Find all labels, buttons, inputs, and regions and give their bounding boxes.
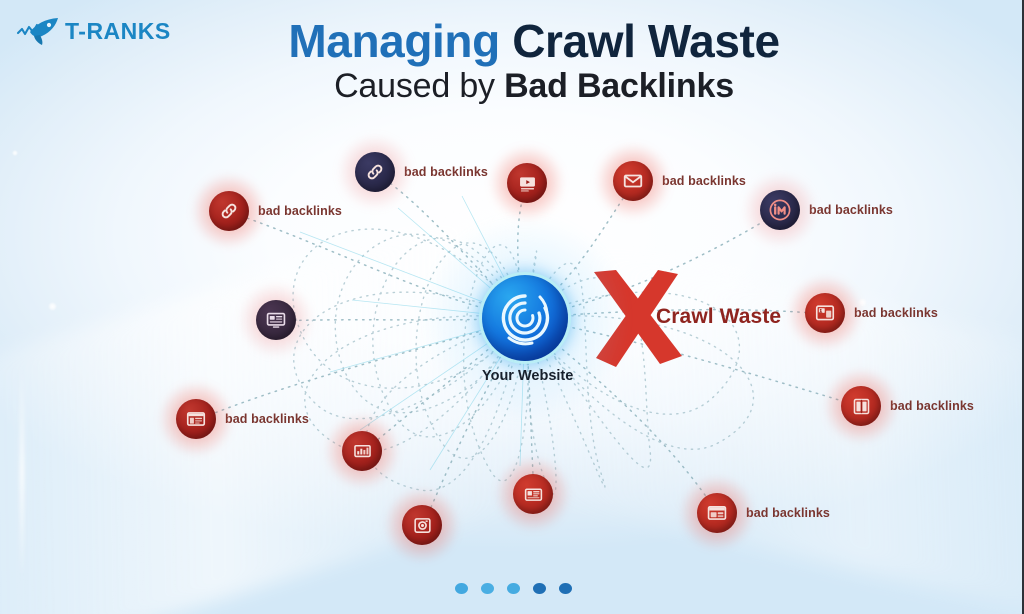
backlink-node[interactable]: bad backlinks xyxy=(355,152,488,192)
subtitle-caused-by: Caused by xyxy=(334,67,495,106)
carousel-dot-5[interactable] xyxy=(558,583,572,594)
chain-link-icon xyxy=(209,191,249,231)
chart-screen-icon xyxy=(342,431,382,471)
backlink-node-bubble xyxy=(613,161,653,201)
backlink-node-bubble xyxy=(805,293,845,333)
your-website-hub[interactable] xyxy=(420,213,630,423)
backlink-node[interactable] xyxy=(342,431,382,471)
backlink-node[interactable]: bad backlinks xyxy=(805,293,938,333)
title-word-crawl-waste: Crawl Waste xyxy=(512,15,780,67)
backlink-node-bubble xyxy=(841,386,881,426)
backlink-node-bubble xyxy=(513,474,553,514)
backlink-node-bubble xyxy=(760,190,800,230)
card-stack-icon xyxy=(697,493,737,533)
page-title: Managing Crawl Waste Caused by Bad Backl… xyxy=(0,15,1022,109)
carousel-dot-4[interactable] xyxy=(532,583,546,594)
backlink-node-bubble xyxy=(355,152,395,192)
backlink-node-bubble xyxy=(256,300,296,340)
video-player-icon xyxy=(507,163,547,203)
backlink-node-bubble xyxy=(176,399,216,439)
backlink-node[interactable] xyxy=(402,505,442,545)
concentric-circles-icon xyxy=(501,294,550,346)
carousel-dot-1[interactable] xyxy=(454,583,468,594)
backlink-node-label: bad backlinks xyxy=(809,203,893,217)
backlink-node[interactable] xyxy=(513,474,553,514)
backlink-node[interactable] xyxy=(256,300,296,340)
title-line-2: Caused by Bad Backlinks xyxy=(46,65,1022,109)
im-logo-icon xyxy=(760,190,800,230)
backlink-node-bubble xyxy=(209,191,249,231)
backlink-node[interactable]: bad backlinks xyxy=(613,161,746,201)
backlink-node-label: bad backlinks xyxy=(890,399,974,413)
carousel-dot-3[interactable] xyxy=(506,583,520,594)
backlink-node[interactable]: bad backlinks xyxy=(176,399,309,439)
folder-image-icon xyxy=(805,293,845,333)
carousel-dot-2[interactable] xyxy=(480,583,494,594)
window-grid-icon xyxy=(841,386,881,426)
camera-icon xyxy=(402,505,442,545)
backlink-node-label: bad backlinks xyxy=(854,306,938,320)
backlink-node[interactable]: bad backlinks xyxy=(760,190,893,230)
crawl-waste-label: Crawl Waste xyxy=(656,305,782,328)
monitor-text-icon xyxy=(256,300,296,340)
browser-page-icon xyxy=(176,399,216,439)
backlink-node[interactable] xyxy=(507,163,547,203)
backlink-node-bubble xyxy=(342,431,382,471)
news-article-icon xyxy=(513,474,553,514)
hub-orb xyxy=(482,275,568,361)
hub-label: Your Website xyxy=(482,368,574,384)
backlink-node[interactable]: bad backlinks xyxy=(697,493,830,533)
brand-wordmark: T-RANKS xyxy=(65,17,171,44)
backlink-node-bubble xyxy=(402,505,442,545)
backlink-node[interactable]: bad backlinks xyxy=(209,191,342,231)
backlink-node-bubble xyxy=(507,163,547,203)
trank-rocket-icon xyxy=(16,18,58,45)
backlink-node-label: bad backlinks xyxy=(746,506,830,520)
envelope-icon xyxy=(613,161,653,201)
backlink-node[interactable]: bad backlinks xyxy=(841,386,974,426)
carousel-pagination[interactable] xyxy=(0,583,1022,594)
brand-logo[interactable]: T-RANKS xyxy=(16,16,171,46)
chain-link-icon xyxy=(355,152,395,192)
subtitle-bad-backlinks: Bad Backlinks xyxy=(504,67,734,106)
title-line-1: Managing Crawl Waste xyxy=(46,15,1022,67)
backlink-node-bubble xyxy=(697,493,737,533)
backlink-node-label: bad backlinks xyxy=(662,174,746,188)
title-word-managing: Managing xyxy=(288,15,500,67)
